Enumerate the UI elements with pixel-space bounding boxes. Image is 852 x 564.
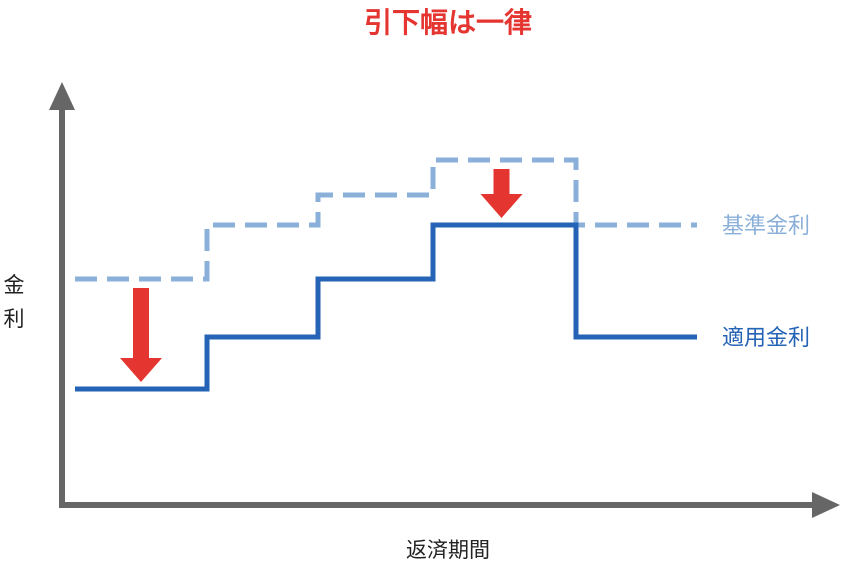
applied-rate-line xyxy=(75,222,697,392)
x-axis-label: 返済期間 xyxy=(406,538,490,562)
diagram-title: 引下幅は一律 xyxy=(364,6,532,39)
base-rate-line xyxy=(75,157,697,282)
y-axis-arrowhead xyxy=(49,82,75,110)
axes xyxy=(49,82,840,518)
reduction-arrow-2 xyxy=(480,169,523,218)
arrow-layer xyxy=(120,169,523,382)
x-axis-arrowhead xyxy=(812,492,840,518)
base-rate-label: 基準金利 xyxy=(722,214,810,239)
y-axis-label-char-2: 利 xyxy=(4,307,25,331)
applied-rate-label: 適用金利 xyxy=(722,326,810,351)
series-layer xyxy=(75,157,697,392)
reduction-arrow-1 xyxy=(120,288,162,382)
y-axis-label-char-1: 金 xyxy=(4,273,25,297)
